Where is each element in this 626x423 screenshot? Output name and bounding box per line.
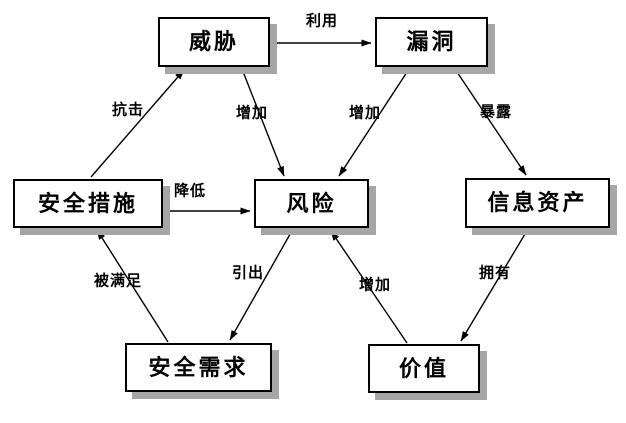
edge-label-reduce: 降低 (173, 182, 207, 200)
node-information-assets: 信息资产 (465, 178, 610, 228)
node-information-assets-label: 信息资产 (487, 190, 588, 215)
node-vulnerability: 漏洞 (375, 17, 488, 67)
edge-label-exploit: 利用 (305, 12, 339, 30)
node-threat-label: 威胁 (188, 29, 239, 54)
edge-label-resist: 抗击 (111, 101, 145, 119)
edge-label-derive: 引出 (231, 264, 265, 282)
edge-label-increase-2: 增加 (348, 104, 382, 122)
edge-label-increase-1: 增加 (235, 104, 269, 122)
node-vulnerability-label: 漏洞 (406, 29, 457, 54)
node-value: 价值 (368, 344, 480, 393)
edge-risk-to-requirements-line (229, 228, 294, 341)
edge-vulnerability-to-risk-line (338, 68, 410, 177)
node-security-requirements-label: 安全需求 (148, 354, 249, 380)
node-risk: 风险 (254, 179, 369, 228)
node-risk-label: 风险 (286, 190, 337, 216)
node-security-measures-label: 安全措施 (37, 190, 138, 216)
edge-label-be-satisfied: 被满足 (93, 272, 143, 290)
edge-requirements-to-security-measures-line (96, 229, 169, 343)
edge-threat-to-risk-line (241, 68, 285, 177)
edge-vulnerability-to-assets-line (454, 68, 527, 176)
node-value-label: 价值 (398, 355, 449, 381)
node-security-requirements: 安全需求 (125, 343, 272, 392)
edge-label-increase-3: 增加 (358, 276, 392, 294)
node-threat: 威胁 (158, 17, 270, 67)
edge-value-to-risk-line (330, 230, 408, 344)
edge-label-own: 拥有 (478, 264, 512, 282)
edge-assets-to-value-line (460, 228, 529, 342)
edge-security-measures-to-threat-line (90, 69, 185, 178)
node-security-measures: 安全措施 (13, 179, 163, 228)
edge-label-expose: 暴露 (479, 103, 513, 121)
